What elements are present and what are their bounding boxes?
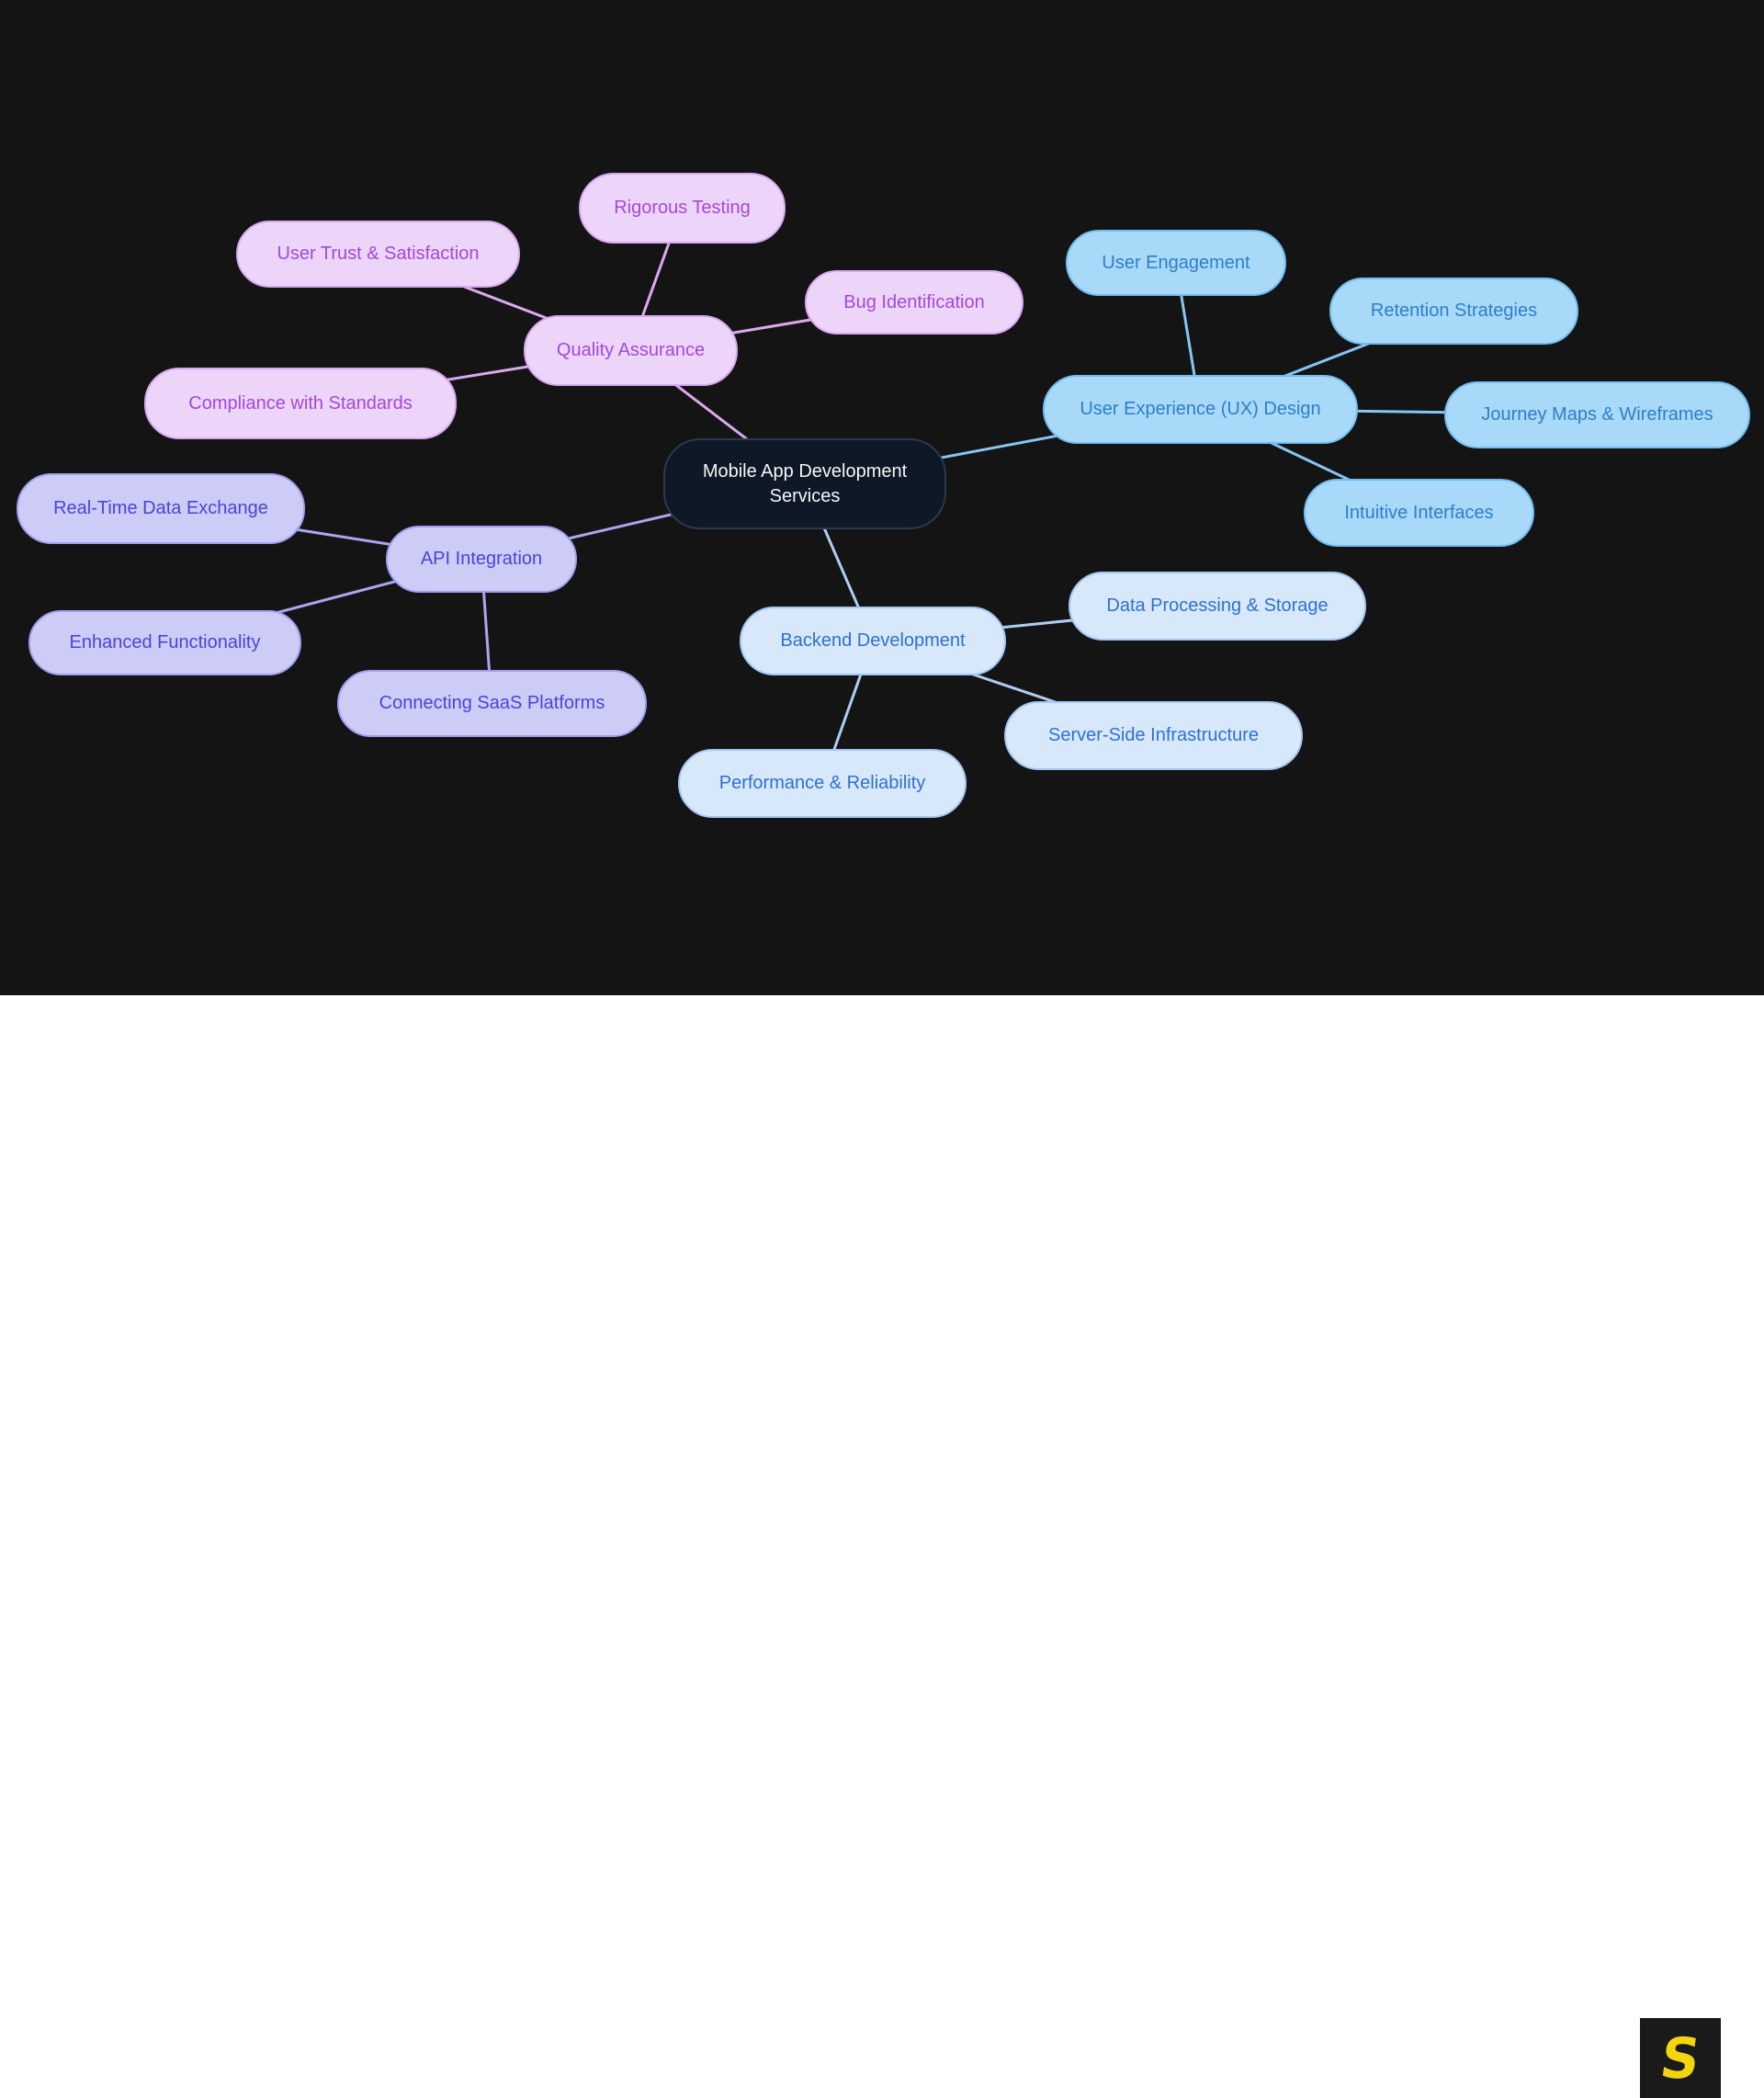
node-label: Rigorous Testing <box>614 198 751 218</box>
node-journey-maps-wireframes: Journey Maps & Wireframes <box>1444 381 1750 448</box>
node-label: Quality Assurance <box>556 340 706 360</box>
node-label: Connecting SaaS Platforms <box>379 693 605 713</box>
footer-bar: S <box>0 995 1764 2098</box>
node-user-engagement: User Engagement <box>1066 230 1286 296</box>
node-intuitive-interfaces: Intuitive Interfaces <box>1304 479 1534 547</box>
node-label: User Engagement <box>1102 252 1250 273</box>
node-label: Real-Time Data Exchange <box>53 498 268 518</box>
node-label: Backend Development <box>780 630 966 651</box>
logo-s-icon: S <box>1657 2024 1704 2092</box>
node-rigorous-testing: Rigorous Testing <box>579 173 786 244</box>
node-label: User Trust & Satisfaction <box>277 244 480 264</box>
node-label: Data Processing & Storage <box>1106 595 1329 616</box>
node-data-processing-storage: Data Processing & Storage <box>1069 572 1366 641</box>
node-connecting-saas-platforms: Connecting SaaS Platforms <box>337 670 647 737</box>
node-label: API Integration <box>420 549 543 569</box>
node-performance-reliability: Performance & Reliability <box>678 749 967 818</box>
node-label: Performance & Reliability <box>718 773 926 793</box>
node-label: Server-Side Infrastructure <box>1048 725 1259 745</box>
node-user-trust-satisfaction: User Trust & Satisfaction <box>236 221 520 288</box>
node-label: Enhanced Functionality <box>69 632 261 652</box>
node-api-integration: API Integration <box>386 526 577 593</box>
node-real-time-data-exchange: Real-Time Data Exchange <box>17 473 305 544</box>
brand-logo: S <box>1640 2018 1721 2098</box>
node-enhanced-functionality: Enhanced Functionality <box>28 610 301 675</box>
node-label: Mobile App Development Services <box>702 460 908 506</box>
node-quality-assurance: Quality Assurance <box>524 315 738 386</box>
node-server-side-infrastructure: Server-Side Infrastructure <box>1004 701 1303 770</box>
node-label: User Experience (UX) Design <box>1080 399 1321 419</box>
node-label: Bug Identification <box>843 291 985 312</box>
diagram-area: Mobile App Development Services Quality … <box>0 0 1764 995</box>
node-label: Retention Strategies <box>1370 301 1538 321</box>
node-label: Intuitive Interfaces <box>1344 502 1494 523</box>
node-label: Compliance with Standards <box>188 392 413 414</box>
node-backend-development: Backend Development <box>740 607 1006 675</box>
node-user-experience-ux-design: User Experience (UX) Design <box>1043 375 1358 444</box>
node-label: Journey Maps & Wireframes <box>1481 404 1713 425</box>
node-bug-identification: Bug Identification <box>805 270 1023 335</box>
node-compliance-with-standards: Compliance with Standards <box>144 368 457 439</box>
node-root-mobile-app-development-services: Mobile App Development Services <box>663 438 946 529</box>
node-retention-strategies: Retention Strategies <box>1329 278 1578 345</box>
